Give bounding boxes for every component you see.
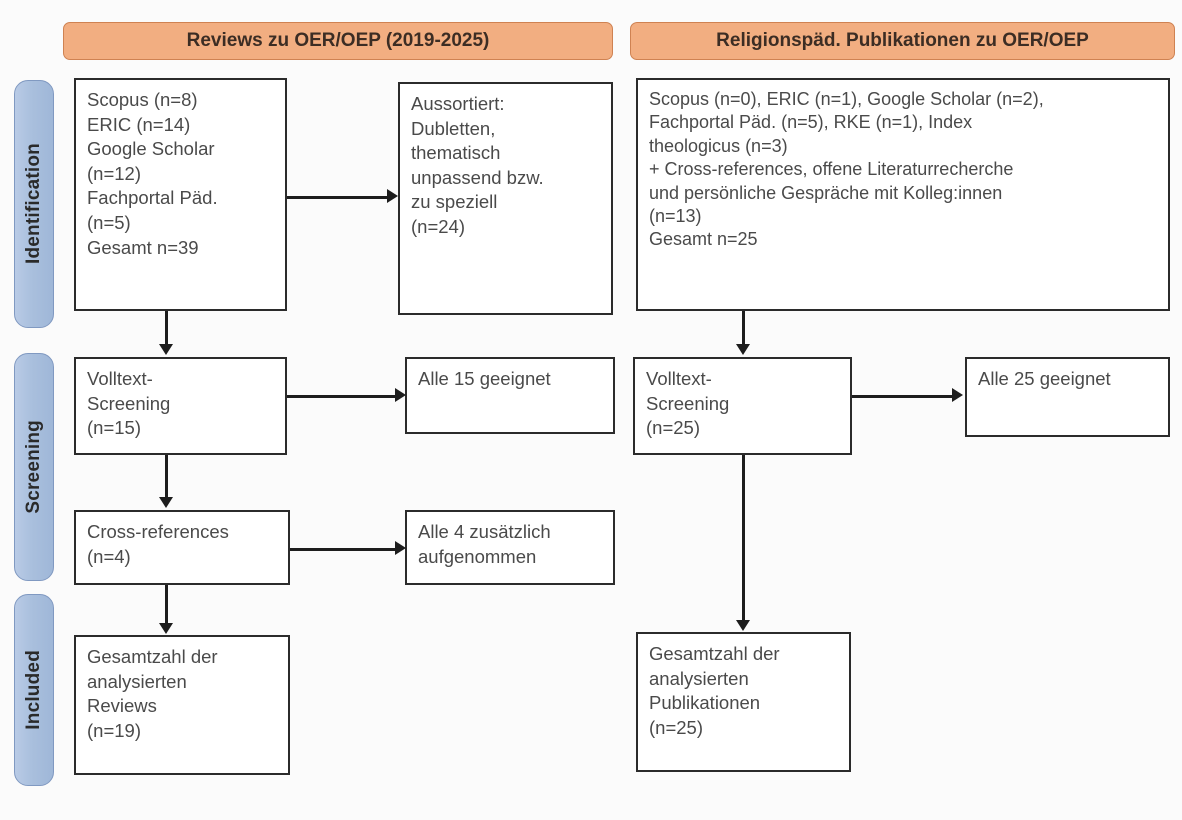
arrowhead-left-fulltext-to-result xyxy=(395,388,406,402)
connector-right-sources-to-fulltext xyxy=(742,311,745,344)
node-left-sources: Scopus (n=8) ERIC (n=14) Google Scholar … xyxy=(74,78,287,311)
phase-label-identification-text: Identification xyxy=(23,143,44,265)
phase-label-included: Included xyxy=(14,594,54,786)
column-header-reviews: Reviews zu OER/OEP (2019-2025) xyxy=(63,22,613,60)
arrowhead-left-sources-to-excluded xyxy=(387,189,398,203)
connector-left-fulltext-to-result xyxy=(287,395,395,398)
node-right-sources: Scopus (n=0), ERIC (n=1), Google Scholar… xyxy=(636,78,1170,311)
arrowhead-left-crossrefs-to-included xyxy=(159,623,173,634)
node-left-crossrefs: Cross-references (n=4) xyxy=(74,510,290,585)
connector-right-fulltext-to-result xyxy=(852,395,952,398)
connector-right-fulltext-to-included xyxy=(742,455,745,620)
node-left-fulltext-screening: Volltext- Screening (n=15) xyxy=(74,357,287,455)
phase-label-screening-text: Screening xyxy=(23,420,44,514)
connector-left-crossrefs-to-result xyxy=(290,548,395,551)
node-right-fulltext-screening: Volltext- Screening (n=25) xyxy=(633,357,852,455)
node-left-excluded: Aussortiert: Dubletten, thematisch unpas… xyxy=(398,82,613,315)
arrowhead-right-fulltext-to-included xyxy=(736,620,750,631)
phase-label-identification: Identification xyxy=(14,80,54,328)
arrowhead-right-fulltext-to-result xyxy=(952,388,963,402)
node-left-fulltext-result: Alle 15 geeignet xyxy=(405,357,615,434)
node-right-fulltext-result: Alle 25 geeignet xyxy=(965,357,1170,437)
connector-left-fulltext-to-crossrefs xyxy=(165,455,168,497)
connector-left-sources-to-fulltext xyxy=(165,311,168,344)
phase-label-screening: Screening xyxy=(14,353,54,581)
arrowhead-left-crossrefs-to-result xyxy=(395,541,406,555)
phase-label-included-text: Included xyxy=(23,650,44,730)
node-left-included: Gesamtzahl der analysierten Reviews (n=1… xyxy=(74,635,290,775)
column-header-religionspaed: Religionspäd. Publikationen zu OER/OEP xyxy=(630,22,1175,60)
connector-left-crossrefs-to-included xyxy=(165,585,168,623)
arrowhead-left-fulltext-to-crossrefs xyxy=(159,497,173,508)
arrowhead-left-sources-to-fulltext xyxy=(159,344,173,355)
arrowhead-right-sources-to-fulltext xyxy=(736,344,750,355)
node-right-included: Gesamtzahl der analysierten Publikatione… xyxy=(636,632,851,772)
node-left-crossrefs-result: Alle 4 zusätzlich aufgenommen xyxy=(405,510,615,585)
connector-left-sources-to-excluded xyxy=(287,196,387,199)
